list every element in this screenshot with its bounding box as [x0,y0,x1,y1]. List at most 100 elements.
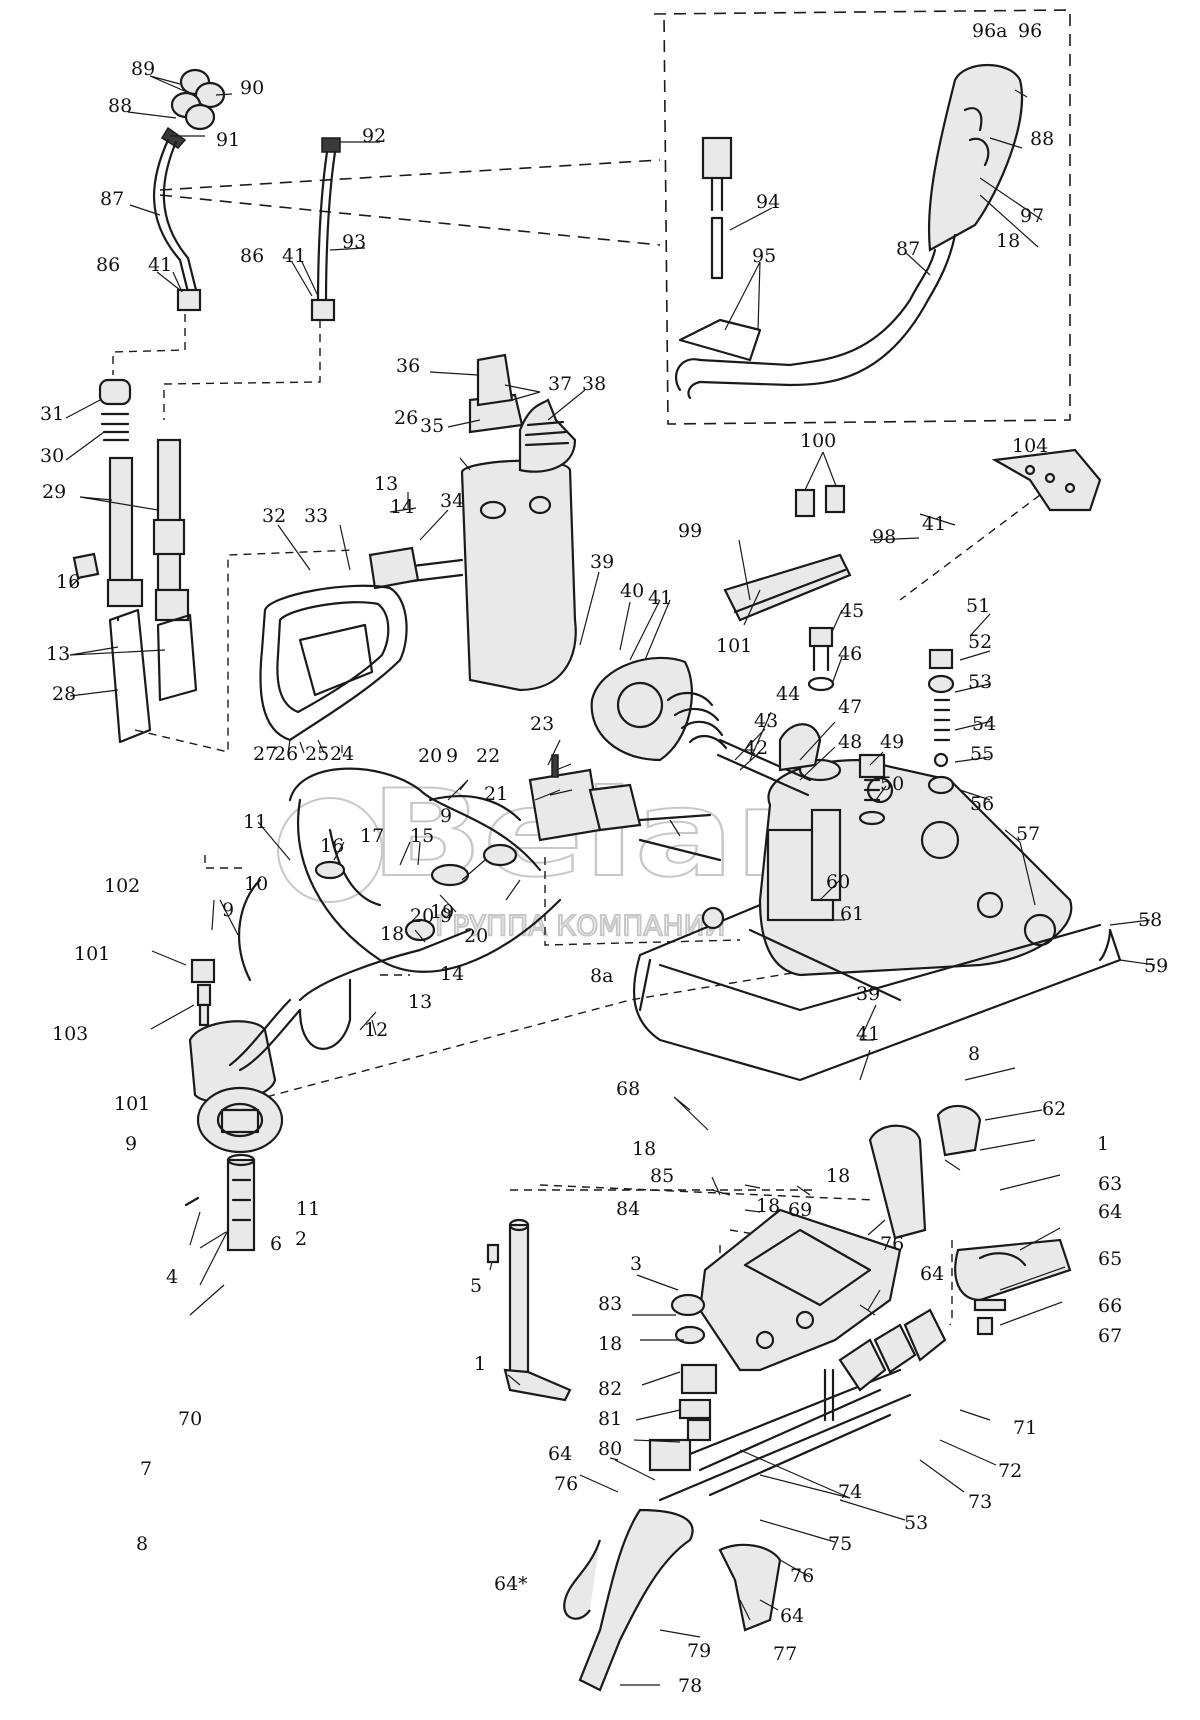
callout-73: 73 [968,1491,992,1513]
callout-76: 76 [790,1565,814,1587]
callout-34: 34 [440,490,464,512]
callout-1: 1 [1097,1133,1109,1155]
pin-and-fork [184,1153,572,1402]
callout-82: 82 [598,1378,622,1400]
callout-18: 18 [598,1333,622,1355]
callout-101: 101 [114,1093,150,1115]
callout-56: 56 [970,793,994,815]
callout-69: 69 [788,1199,812,1221]
second-lever-rod [310,137,341,322]
callout-101: 101 [74,943,110,965]
callout-9: 9 [125,1133,137,1155]
spring-and-flange-assembly [590,656,822,797]
callout-83: 83 [598,1293,622,1315]
callout-13: 13 [408,991,432,1013]
callout-10: 10 [244,873,268,895]
mounting-bracket [723,448,1102,622]
callout-104: 104 [1012,435,1048,457]
gear-lever-with-knob [153,68,226,312]
callout-16: 16 [56,571,80,593]
callout-8a: 8a [590,965,613,987]
callout-77: 77 [773,1643,797,1665]
valve-block-and-hoses [238,754,725,1050]
shift-rail-selectors [563,1293,947,1692]
callout-leaders [65,75,1156,1686]
callout-9: 9 [446,745,458,767]
callout-88: 88 [108,95,132,117]
callout-76: 76 [880,1233,904,1255]
callout-92: 92 [362,125,386,147]
callout-78: 78 [678,1675,702,1697]
callout-6: 6 [270,1233,282,1255]
callout-9: 9 [440,805,452,827]
callout-7: 7 [140,1458,152,1480]
callout-41: 41 [922,513,946,535]
callout-43: 43 [754,710,778,732]
callout-53: 53 [904,1512,928,1534]
callout-86: 86 [96,254,120,276]
callout-40: 40 [620,580,644,602]
callout-96: 96 [1018,20,1042,42]
callout-27: 27 [253,743,277,765]
callout-18: 18 [380,923,404,945]
shift-fork-base [698,1104,1072,1372]
inset-lever-detail [674,63,1024,400]
callout-81: 81 [598,1408,622,1430]
callout-33: 33 [304,505,328,527]
callout-20: 20 [418,745,442,767]
callout-46: 46 [838,643,862,665]
callout-70: 70 [178,1408,202,1430]
callout-18: 18 [632,1138,656,1160]
callout-88: 88 [1030,128,1054,150]
callout-64: 64 [920,1263,944,1285]
callout-47: 47 [838,696,862,718]
callout-4: 4 [166,1266,178,1288]
callout-102: 102 [104,875,140,897]
cover-gasket [259,584,408,742]
shift-shafts-group [72,378,198,744]
callout-21: 21 [484,783,508,805]
callout-26: 26 [274,743,298,765]
callout-32: 32 [262,505,286,527]
callout-15: 15 [410,825,434,847]
callout-68: 68 [616,1078,640,1100]
callout-18: 18 [756,1195,780,1217]
callout-64: 64 [780,1605,804,1627]
callout-66: 66 [1098,1295,1122,1317]
callout-55: 55 [970,743,994,765]
callout-87: 87 [896,238,920,260]
callout-23: 23 [530,713,554,735]
callout-50: 50 [880,773,904,795]
callout-87: 87 [100,188,124,210]
callout-44: 44 [776,683,800,705]
callout-2: 2 [295,1228,307,1250]
callout-39: 39 [590,551,614,573]
callout-94: 94 [756,191,780,213]
callout-29: 29 [42,481,66,503]
callout-45: 45 [840,600,864,622]
callout-53: 53 [968,671,992,693]
callout-52: 52 [968,631,992,653]
callout-24: 24 [330,743,354,765]
callout-54: 54 [972,713,996,735]
callout-25: 25 [305,743,329,765]
callout-17: 17 [360,825,384,847]
callout-93: 93 [342,231,366,253]
callout-5: 5 [470,1275,482,1297]
callout-89: 89 [131,58,155,80]
callout-8: 8 [968,1043,980,1065]
callout-97: 97 [1020,205,1044,227]
callout-62: 62 [1042,1098,1066,1120]
callout-64: 64 [548,1443,572,1465]
callout-14: 14 [390,496,414,518]
callout-13: 13 [46,643,70,665]
callout-76: 76 [554,1473,578,1495]
callout-71: 71 [1013,1417,1037,1439]
callout-3: 3 [630,1253,642,1275]
callout-65: 65 [1098,1248,1122,1270]
callout-41: 41 [282,245,306,267]
callout-13: 13 [374,473,398,495]
callout-67: 67 [1098,1325,1122,1347]
